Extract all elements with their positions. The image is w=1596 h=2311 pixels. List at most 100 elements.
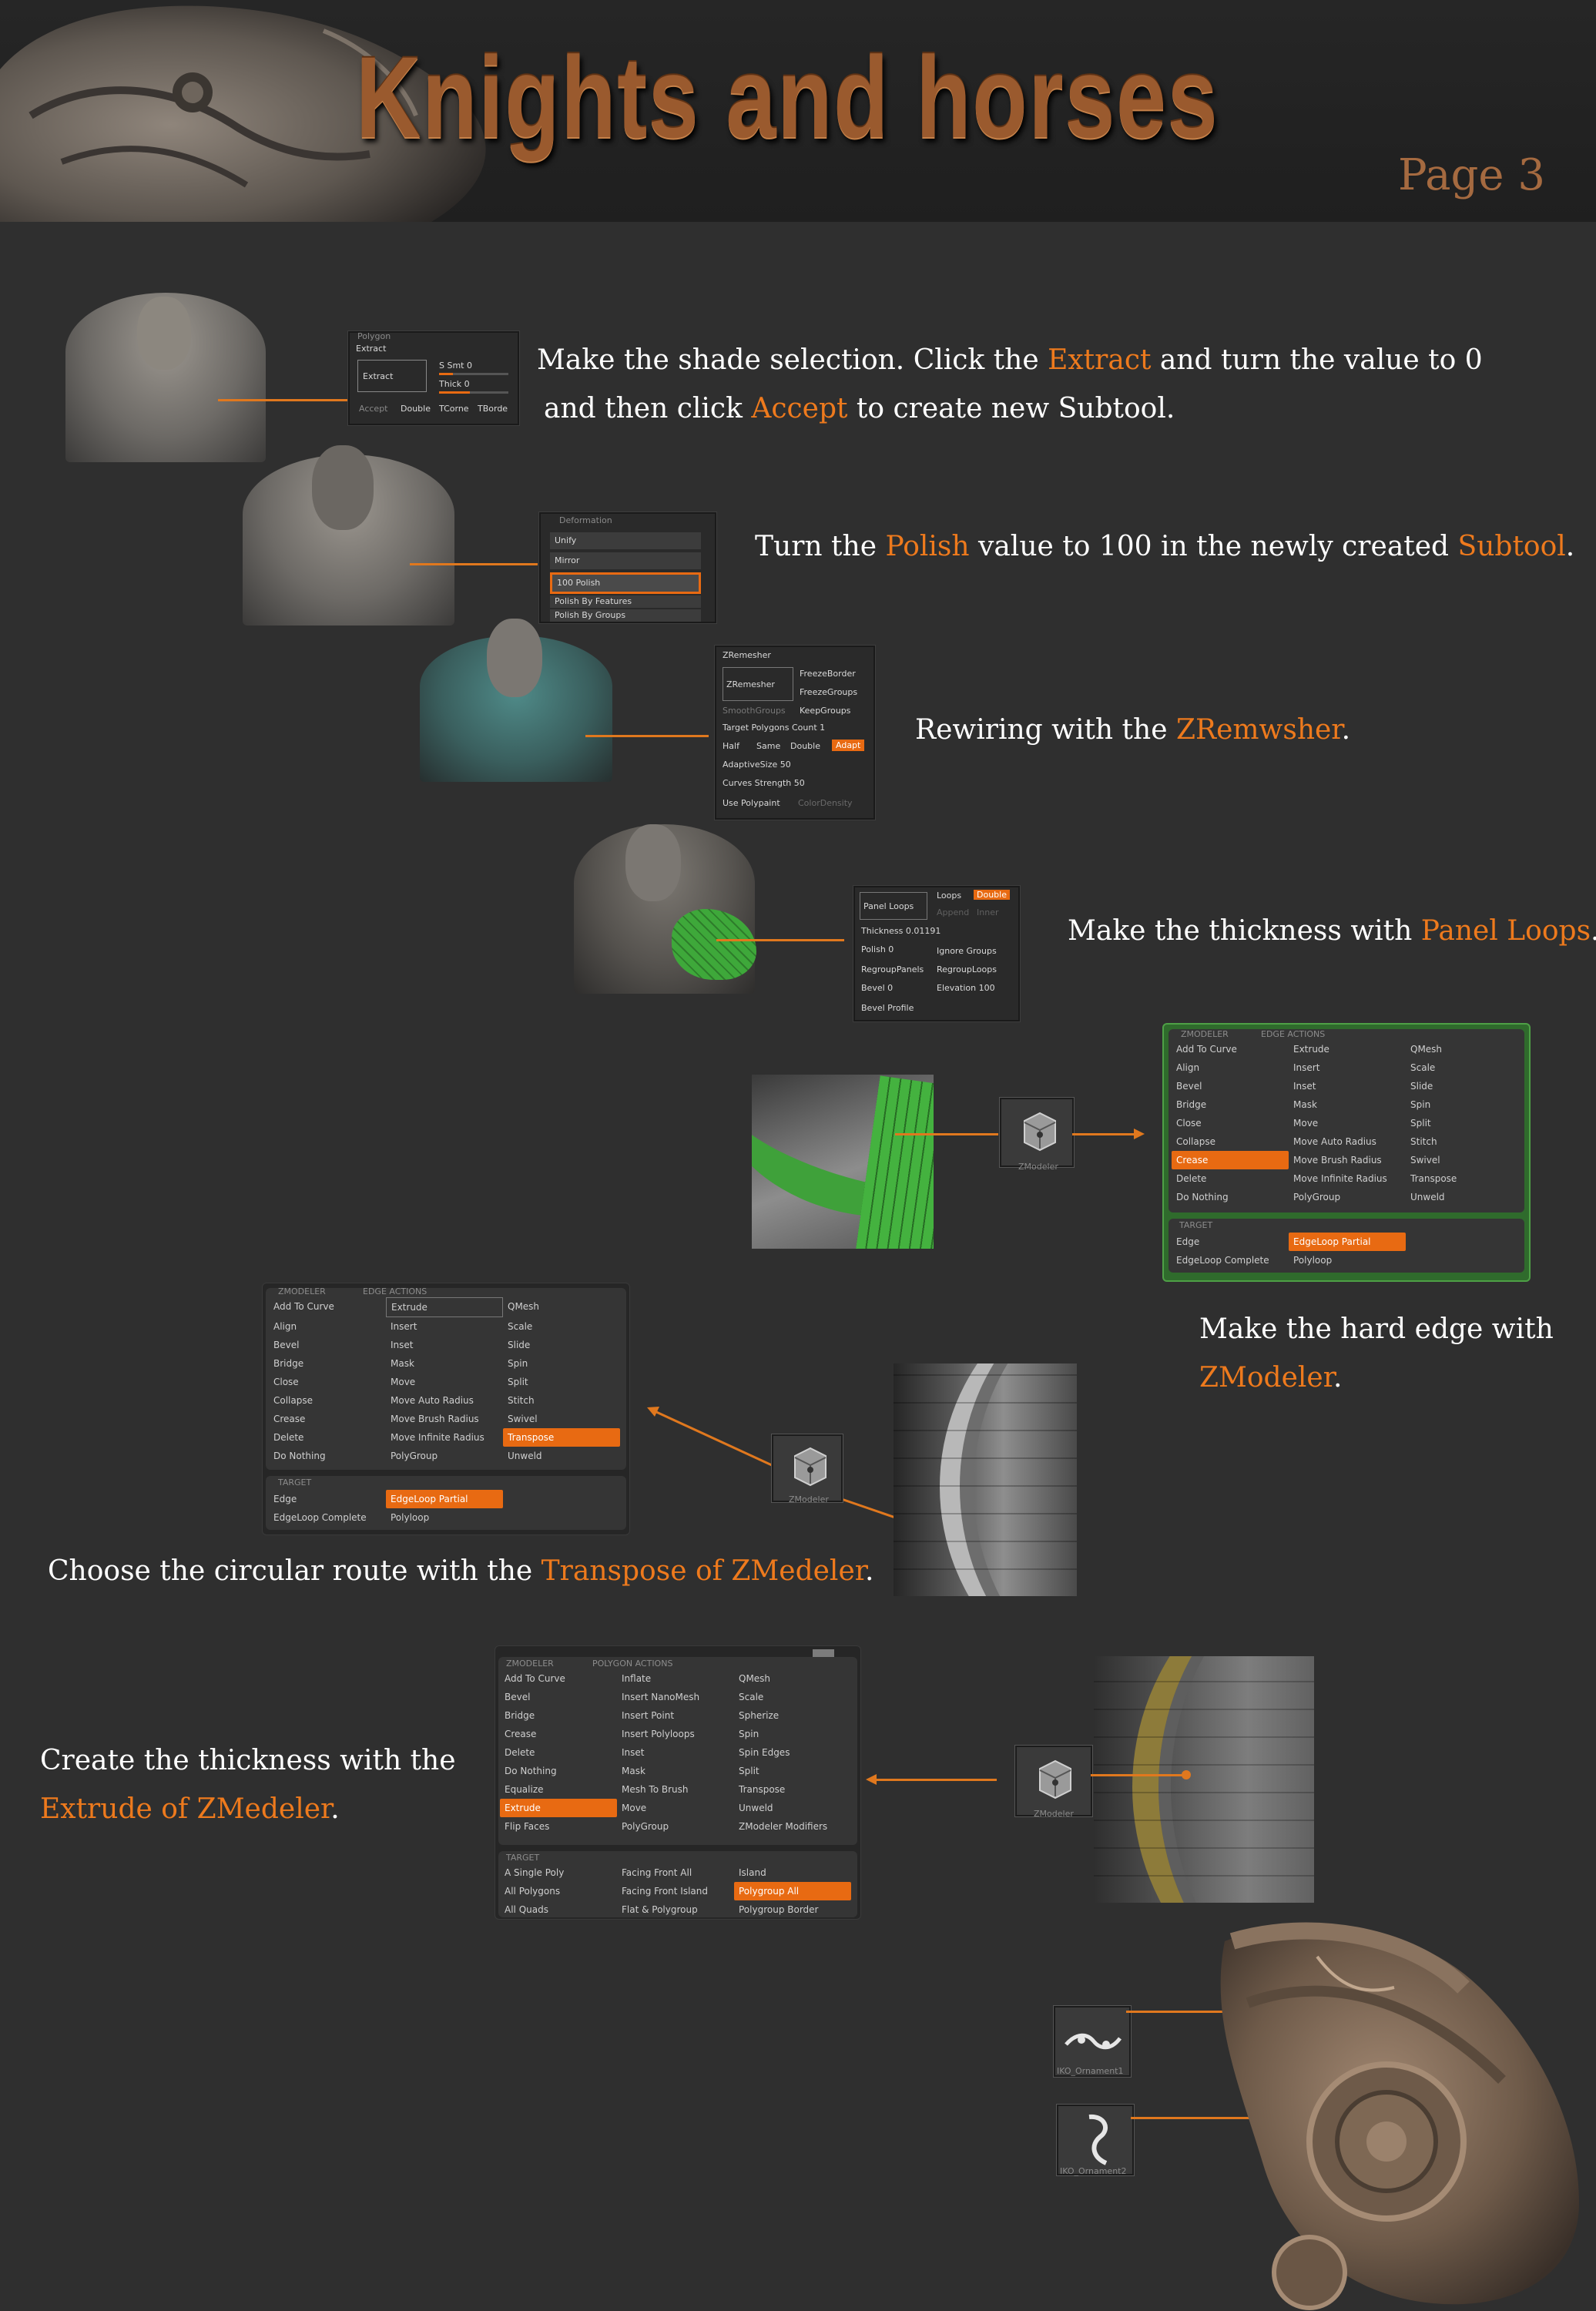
zmodeler-brush-icon[interactable] xyxy=(772,1434,843,1502)
edgeloop-partial-target[interactable]: EdgeLoop Partial xyxy=(386,1490,503,1508)
same-button[interactable]: Same xyxy=(756,741,781,751)
page-number: Page 3 xyxy=(1398,150,1545,200)
subtool-highlight: Subtool xyxy=(1457,531,1566,562)
ignore-groups-button[interactable]: Ignore Groups xyxy=(937,946,997,956)
callout-line xyxy=(218,399,347,401)
ornament-brush-2-label: IKO_Ornament2 xyxy=(1060,2166,1127,2176)
double-button[interactable]: Double xyxy=(790,741,820,751)
thick-slider[interactable]: Thick 0 xyxy=(439,379,470,389)
hard-edge-render xyxy=(752,1075,934,1249)
polish-slider[interactable]: Polish 0 xyxy=(861,944,894,954)
head-model xyxy=(312,445,374,530)
extract-highlight: Extract xyxy=(1048,344,1152,376)
s-smt-slider[interactable]: S Smt 0 xyxy=(439,361,472,371)
zremesher-highlight: ZRemwsher xyxy=(1175,714,1342,746)
double-button[interactable]: Double xyxy=(974,890,1010,900)
half-button[interactable]: Half xyxy=(723,741,739,751)
zmodeler-highlight: ZModeler xyxy=(1199,1362,1333,1394)
zremesher-button[interactable]: ZRemesher xyxy=(723,667,793,701)
freezegroups-button[interactable]: FreezeGroups xyxy=(800,687,858,697)
panel-loops-highlight: Panel Loops xyxy=(1420,915,1591,947)
colordensity-slider[interactable]: ColorDensity xyxy=(798,798,853,808)
adaptivesize-slider[interactable]: AdaptiveSize 50 xyxy=(723,760,791,770)
head-model xyxy=(487,619,542,697)
zmodeler-brush-icon[interactable] xyxy=(1000,1098,1074,1167)
panel-title: ZRemesher xyxy=(723,650,771,660)
polish-highlight: Polish xyxy=(885,531,970,562)
callout-line xyxy=(716,939,844,941)
polish-by-groups-slider[interactable]: Polish By Groups xyxy=(550,609,701,622)
panel-loops-panel: Panel Loops Loops Double Append Inner Th… xyxy=(853,886,1020,1021)
step2-text: Turn the Polish value to 100 in the newl… xyxy=(755,531,1575,562)
unify-button[interactable]: Unify xyxy=(550,532,701,549)
step5-text-line2: ZModeler. xyxy=(1199,1362,1343,1394)
elevation-slider[interactable]: Elevation 100 xyxy=(937,983,995,993)
extrude-render xyxy=(1094,1656,1314,1903)
polish-by-features-slider[interactable]: Polish By Features xyxy=(550,595,701,608)
use-polypaint-button[interactable]: Use Polypaint xyxy=(723,798,780,808)
thickness-slider[interactable]: Thickness 0.01191 xyxy=(861,926,941,936)
target-polygons-slider[interactable]: Target Polygons Count 1 xyxy=(723,723,826,733)
panel-loops-button[interactable]: Panel Loops xyxy=(860,892,927,920)
zremesher-panel: ZRemesher ZRemesher FreezeBorder FreezeG… xyxy=(715,646,875,820)
accept-button[interactable]: Accept xyxy=(359,404,388,414)
zmodeler-label: ZModeler xyxy=(789,1494,829,1504)
accept-highlight: Accept xyxy=(751,393,848,424)
inner-button[interactable]: Inner xyxy=(977,907,999,917)
regroup-loops-button[interactable]: RegroupLoops xyxy=(937,964,997,974)
callout-line xyxy=(585,735,709,737)
extract-button[interactable]: Extract xyxy=(357,360,427,392)
callout-arrow xyxy=(1072,1133,1135,1135)
step7-text-line2: Extrude of ZMedeler. xyxy=(40,1793,340,1825)
transpose-highlight: Transpose of ZMedeler xyxy=(541,1555,865,1587)
adapt-button[interactable]: Adapt xyxy=(832,740,865,751)
bevel-slider[interactable]: Bevel 0 xyxy=(861,983,894,993)
append-button[interactable]: Append xyxy=(937,907,970,917)
callout-dot xyxy=(1182,1770,1191,1779)
panel-title: Deformation xyxy=(559,515,612,525)
step1-text-line2: and then click Accept to create new Subt… xyxy=(544,393,1175,424)
panel-label: Polygon xyxy=(357,331,391,341)
double-button[interactable]: Double xyxy=(401,404,431,414)
polygroup-all-target[interactable]: Polygroup All xyxy=(734,1882,851,1900)
crease-action[interactable]: Crease xyxy=(1172,1151,1289,1169)
callout-line xyxy=(1126,2011,1249,2013)
mirror-button[interactable]: Mirror xyxy=(550,552,701,569)
zmodeler-label: ZModeler xyxy=(1034,1809,1074,1819)
freezeborder-button[interactable]: FreezeBorder xyxy=(800,669,856,679)
extrude-action[interactable]: Extrude xyxy=(500,1799,617,1817)
step3-text: Rewiring with the ZRemwsher. xyxy=(915,714,1351,746)
step6-text: Choose the circular route with the Trans… xyxy=(48,1555,874,1587)
arrow-head-icon xyxy=(866,1774,877,1785)
bevel-profile-button[interactable]: Bevel Profile xyxy=(861,1003,914,1013)
smoothgroups-slider[interactable]: SmoothGroups xyxy=(723,706,786,716)
ornament-brush-2-icon[interactable] xyxy=(1057,2105,1134,2175)
callout-arrow xyxy=(875,1779,997,1781)
ornament-brush-1-icon[interactable] xyxy=(1054,2006,1131,2077)
transpose-action[interactable]: Transpose xyxy=(503,1428,620,1447)
step5-text-line1: Make the hard edge with xyxy=(1199,1313,1554,1345)
polish-slider[interactable]: 100 Polish xyxy=(550,572,701,594)
edgeloop-partial-target[interactable]: EdgeLoop Partial xyxy=(1289,1233,1406,1251)
callout-line xyxy=(895,1133,998,1135)
regroup-panels-button[interactable]: RegroupPanels xyxy=(861,964,924,974)
section-extract[interactable]: Extract xyxy=(356,344,387,354)
loops-slider[interactable]: Loops xyxy=(937,891,962,901)
step4-text: Make the thickness with Panel Loops. xyxy=(1068,915,1596,947)
tborde-button[interactable]: TBorde xyxy=(478,404,508,414)
tcorne-button[interactable]: TCorne xyxy=(439,404,469,414)
head-model xyxy=(625,824,681,901)
curves-strength-slider[interactable]: Curves Strength 50 xyxy=(723,778,805,788)
menu-handle[interactable] xyxy=(813,1649,834,1657)
zmodeler-brush-icon[interactable] xyxy=(1015,1746,1092,1816)
step7-text-line1: Create the thickness with the xyxy=(40,1745,456,1776)
keepgroups-button[interactable]: KeepGroups xyxy=(800,706,851,716)
callout-line xyxy=(1091,1774,1186,1776)
callout-line xyxy=(410,563,538,565)
zmodeler-label: ZModeler xyxy=(1018,1162,1058,1172)
